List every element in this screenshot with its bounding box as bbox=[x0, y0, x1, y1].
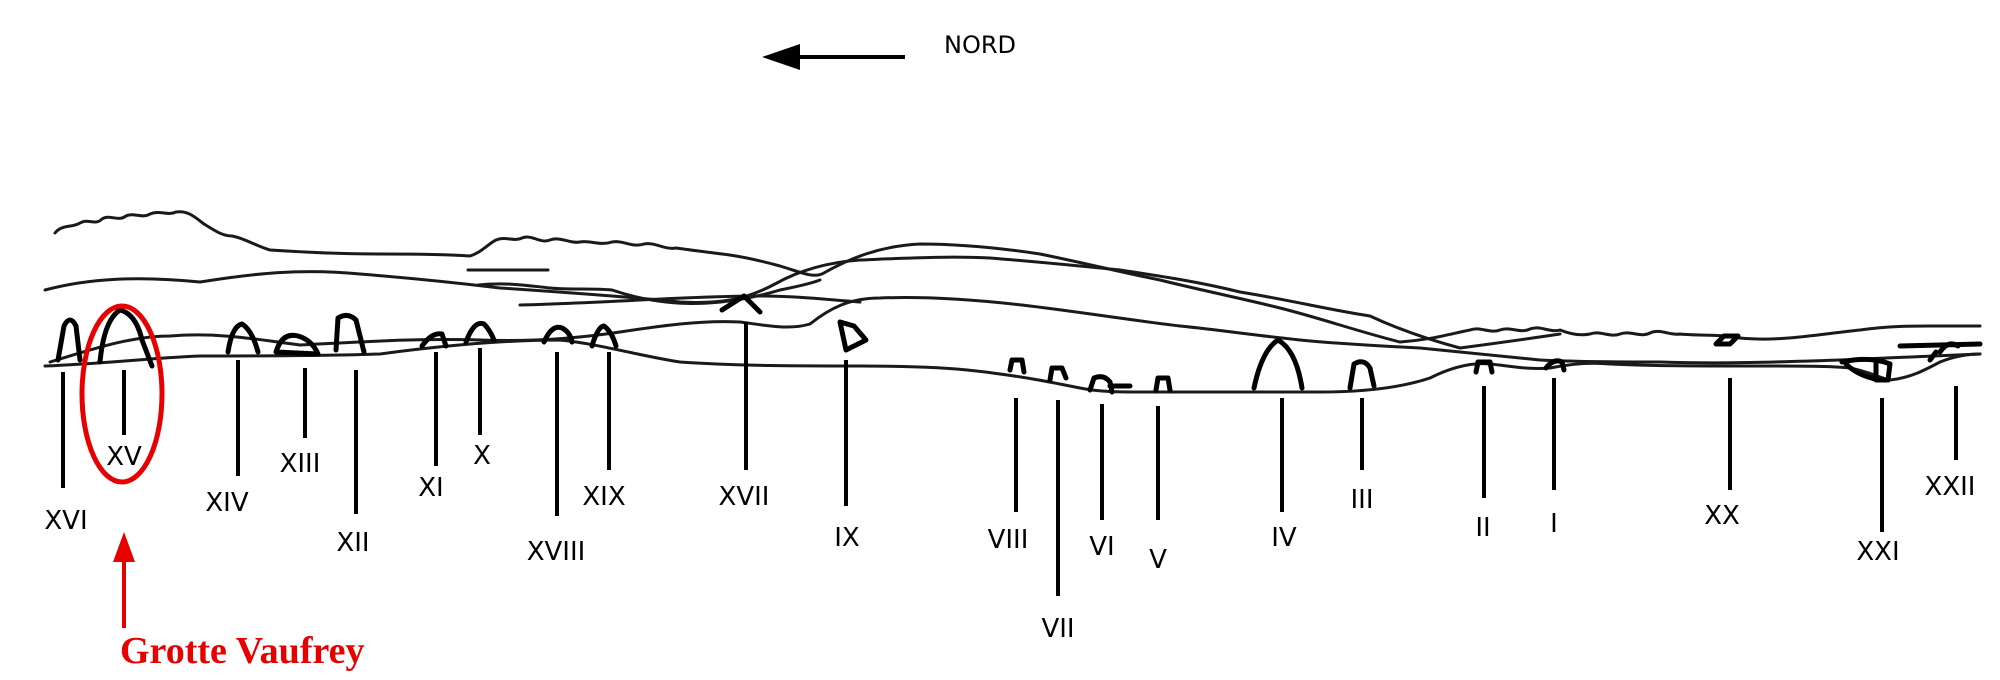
cave-outlines bbox=[55, 293, 1983, 395]
cave-label-vii: VII bbox=[1041, 614, 1074, 644]
cave-label-xv: XV bbox=[106, 442, 142, 472]
highlight-arrow-head bbox=[113, 532, 135, 562]
cave-label-iv: IV bbox=[1271, 523, 1297, 553]
cave-label-ii: II bbox=[1475, 513, 1490, 543]
ridge-line-top bbox=[53, 210, 1982, 344]
cave-shape-xx bbox=[1713, 333, 1741, 347]
cave-label-viii: VIII bbox=[988, 525, 1029, 555]
cave-shape-xii bbox=[333, 312, 367, 355]
cave-label-i: I bbox=[1550, 509, 1558, 539]
cave-label-xii: XII bbox=[336, 528, 369, 558]
cave-label-xxii: XXII bbox=[1925, 472, 1976, 502]
highlight-annotation: Grotte Vaufrey bbox=[79, 303, 365, 672]
cave-label-xviii: XVIII bbox=[527, 537, 586, 567]
cave-shape-x bbox=[463, 320, 497, 345]
cave-label-iii: III bbox=[1350, 485, 1373, 515]
cave-shape-xiii bbox=[273, 332, 321, 357]
cave-shape-xxi bbox=[1839, 356, 1893, 383]
ridge-lines bbox=[43, 210, 1982, 394]
cave-shape-iv bbox=[1251, 337, 1305, 391]
north-arrow: NORD bbox=[762, 31, 1016, 70]
cave-shape-vii bbox=[1047, 365, 1069, 383]
cave-shape-viii bbox=[1007, 357, 1027, 375]
cave-shape-xvii bbox=[719, 293, 763, 315]
cave-label-xiv: XIV bbox=[205, 488, 248, 518]
ridge-line-fifth bbox=[518, 294, 862, 307]
cave-shape-xiv bbox=[225, 321, 261, 355]
cave-shape-xi bbox=[419, 331, 449, 349]
cave-shape-xvi bbox=[55, 317, 83, 363]
cave-label-x: X bbox=[473, 441, 491, 471]
cave-label-vi: VI bbox=[1089, 532, 1114, 562]
cave-shape-xix bbox=[589, 323, 619, 349]
cave-label-xx: XX bbox=[1704, 501, 1740, 531]
cave-shape-iii bbox=[1347, 359, 1377, 391]
cave-label-xxi: XXI bbox=[1856, 537, 1899, 567]
cave-label-xvi: XVI bbox=[44, 506, 87, 536]
cave-label-xvii: XVII bbox=[719, 482, 770, 512]
ridge-line-second bbox=[43, 255, 1562, 350]
cave-shape-vi bbox=[1087, 374, 1133, 395]
cave-label-xi: XI bbox=[418, 473, 443, 503]
leader-lines bbox=[61, 322, 1958, 596]
cave-shape-xv bbox=[97, 307, 155, 369]
highlight-label: Grotte Vaufrey bbox=[120, 630, 365, 672]
cave-label-xiii: XIII bbox=[280, 449, 321, 479]
north-label: NORD bbox=[944, 31, 1016, 59]
highlight-ellipse bbox=[79, 303, 165, 485]
cave-label-xix: XIX bbox=[582, 482, 625, 512]
cave-shape-xviii bbox=[541, 324, 575, 345]
cave-shape-ii bbox=[1473, 359, 1495, 375]
cave-labels: XVI XV XIV XIII XII XI X XVIII XIX XVII … bbox=[44, 441, 1975, 644]
cave-label-ix: IX bbox=[834, 523, 859, 553]
cave-shape-ix bbox=[837, 319, 869, 353]
ground-line bbox=[43, 338, 1982, 394]
ridge-line-third bbox=[48, 295, 1982, 365]
north-arrow-head bbox=[762, 44, 800, 70]
cave-shape-v bbox=[1153, 375, 1173, 393]
cave-shape-xxii bbox=[1897, 341, 1983, 363]
cave-shape-i bbox=[1543, 358, 1567, 373]
cave-label-v: V bbox=[1149, 545, 1167, 575]
